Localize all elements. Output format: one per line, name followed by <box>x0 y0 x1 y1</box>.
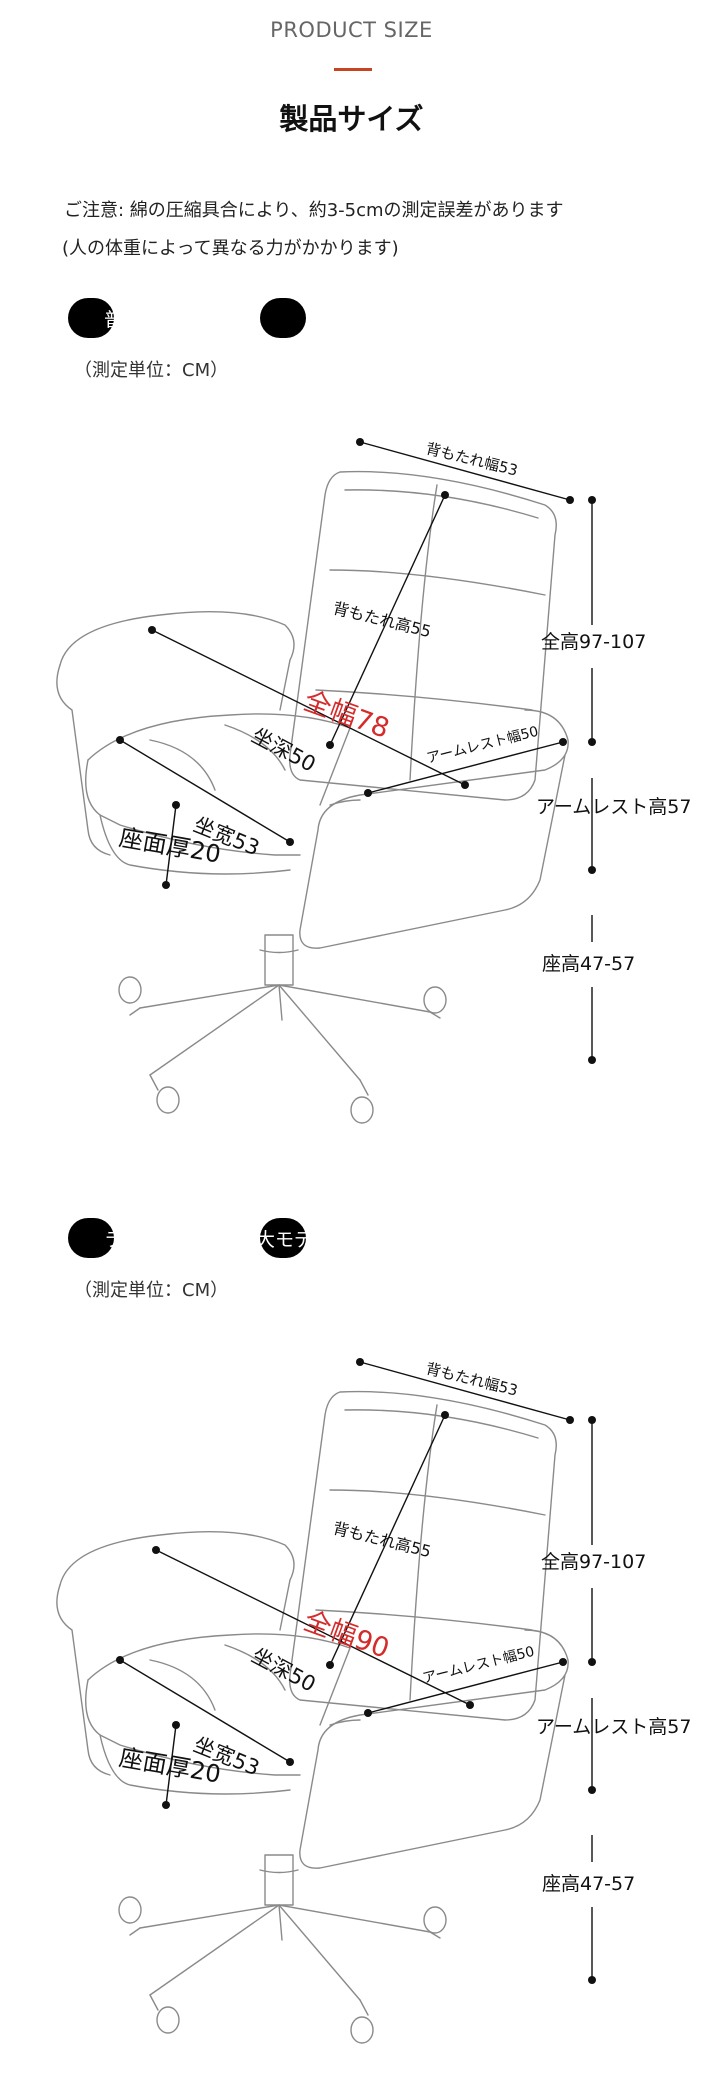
title-accent-rule <box>334 68 372 71</box>
chair-line-drawing <box>56 1390 569 2044</box>
chair-dimension-diagram-large: 背もたれ幅53 背もたれ高55 全幅90 坐深50 アームレスト幅50 坐宽53… <box>56 1358 692 2044</box>
chair-dimension-diagram-standard: 背もたれ幅53 背もたれ高55 全幅78 坐深50 アームレスト幅50 坐宽53… <box>56 438 692 1124</box>
dimension-lines <box>116 1358 596 1984</box>
label-armrest-height: アームレスト高57 <box>536 796 691 818</box>
label-armrest-height: アームレスト高57 <box>536 1716 691 1738</box>
measurement-unit: （測定単位：CM） <box>74 360 229 381</box>
notice-line-1: ご注意: 綿の圧縮具合により、約3-5cmの測定誤差があります <box>64 200 564 221</box>
measurement-unit: （測定単位：CM） <box>74 1280 229 1301</box>
label-armrest-width: アームレスト幅50 <box>425 724 540 767</box>
section-title: 製品サイズ <box>279 102 424 136</box>
section-title-en: PRODUCT SIZE <box>270 18 433 42</box>
model-name: ラブシェアリー特大モデル <box>104 1229 333 1251</box>
label-backrest-height: 背もたれ高55 <box>331 598 433 641</box>
model-badge-standard: 普通モデル <box>68 298 308 338</box>
label-seat-height: 座高47-57 <box>542 1873 635 1895</box>
label-armrest-width: アームレスト幅50 <box>421 1644 536 1687</box>
label-total-height: 全高97-107 <box>541 1551 646 1573</box>
label-backrest-height: 背もたれ高55 <box>331 1518 433 1561</box>
model-badge-large: ラブシェアリー特大モデル <box>68 1218 332 1258</box>
notice-line-2: (人の体重によって異なる力がかかります) <box>62 238 399 259</box>
chair-line-drawing <box>56 470 569 1124</box>
model-name: 普通モデル <box>104 309 200 331</box>
dimension-labels: 背もたれ幅53 背もたれ高55 全幅78 坐深50 アームレスト幅50 坐宽53… <box>117 439 692 975</box>
dimension-lines <box>116 438 596 1064</box>
label-total-height: 全高97-107 <box>541 631 646 653</box>
dimension-labels: 背もたれ幅53 背もたれ高55 全幅90 坐深50 アームレスト幅50 坐宽53… <box>117 1359 692 1895</box>
label-seat-height: 座高47-57 <box>542 953 635 975</box>
